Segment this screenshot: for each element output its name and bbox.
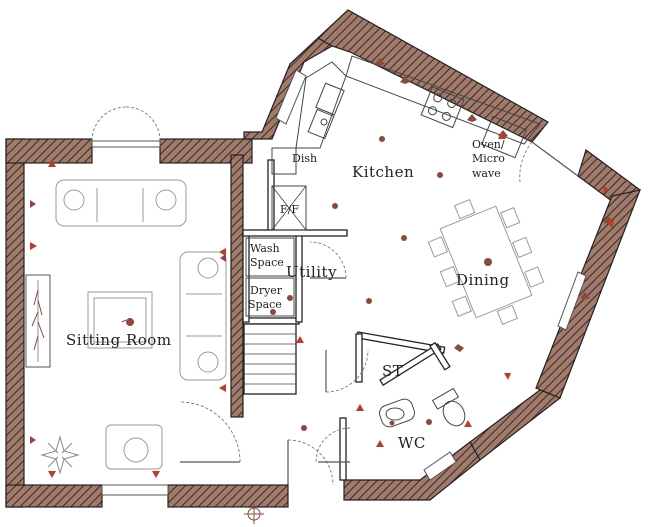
dishwasher — [271, 147, 297, 175]
utility-fittings — [245, 237, 295, 317]
label-oven-2: Micro — [472, 152, 505, 165]
label-dining: Dining — [456, 271, 510, 289]
doors — [179, 241, 369, 486]
wall-north-right — [159, 138, 253, 164]
wash-space — [245, 237, 295, 277]
label-st: ST — [382, 362, 403, 380]
wall-north-left — [5, 138, 93, 164]
label-wash-2: Space — [250, 256, 284, 269]
wc-fittings — [379, 387, 466, 428]
coffee-table — [87, 291, 153, 349]
window-south-sitting — [101, 484, 169, 496]
wall-south-left — [5, 484, 103, 508]
label-dish: Dish — [292, 152, 317, 165]
sofa-north — [55, 179, 187, 227]
light-sitting — [126, 318, 134, 326]
window-kitchen-west — [275, 69, 307, 125]
socket-markers — [30, 132, 614, 478]
window-wc — [423, 451, 457, 481]
dryer-space — [245, 277, 295, 317]
worktop-north — [345, 55, 541, 145]
label-oven-3: wave — [472, 167, 501, 180]
internal-walls — [242, 159, 451, 481]
wall-kitchen-north — [316, 9, 549, 143]
label-dryer-2: Space — [248, 298, 282, 311]
window-plant-icon — [31, 289, 45, 351]
wall-east — [535, 189, 641, 399]
wall-west — [5, 138, 25, 508]
hob-icon — [420, 86, 465, 129]
wall-south-right — [343, 441, 481, 501]
toilet-icon — [431, 387, 466, 427]
plant-icon — [40, 435, 80, 475]
armchair — [105, 424, 163, 470]
label-fridge-freezer: F/F — [280, 203, 299, 216]
label-wash-1: Wash — [250, 242, 280, 255]
wall-south-east — [469, 389, 562, 461]
wall-sitting-east — [230, 154, 244, 418]
compass-mark-icon — [244, 504, 264, 524]
fridge-freezer — [271, 185, 307, 231]
light-fittings — [30, 58, 613, 444]
sitting-room-furniture — [31, 179, 227, 475]
kitchen-fittings — [271, 55, 541, 231]
sink-icon — [307, 82, 345, 140]
oven — [481, 115, 527, 159]
window-north-sitting — [91, 140, 161, 148]
label-oven-1: Oven/ — [472, 138, 505, 151]
wall-south-mid — [167, 484, 289, 508]
label-utility: Utility — [286, 263, 337, 281]
sofa-east — [179, 251, 227, 381]
windows — [25, 69, 587, 496]
worktop-west — [295, 61, 347, 149]
window-dining-east — [557, 271, 587, 331]
external-walls — [5, 9, 641, 508]
label-wc: WC — [398, 434, 426, 452]
label-sitting-room: Sitting Room — [66, 331, 172, 349]
label-kitchen: Kitchen — [352, 163, 414, 181]
label-dryer-1: Dryer — [250, 284, 283, 297]
basin — [379, 398, 415, 428]
